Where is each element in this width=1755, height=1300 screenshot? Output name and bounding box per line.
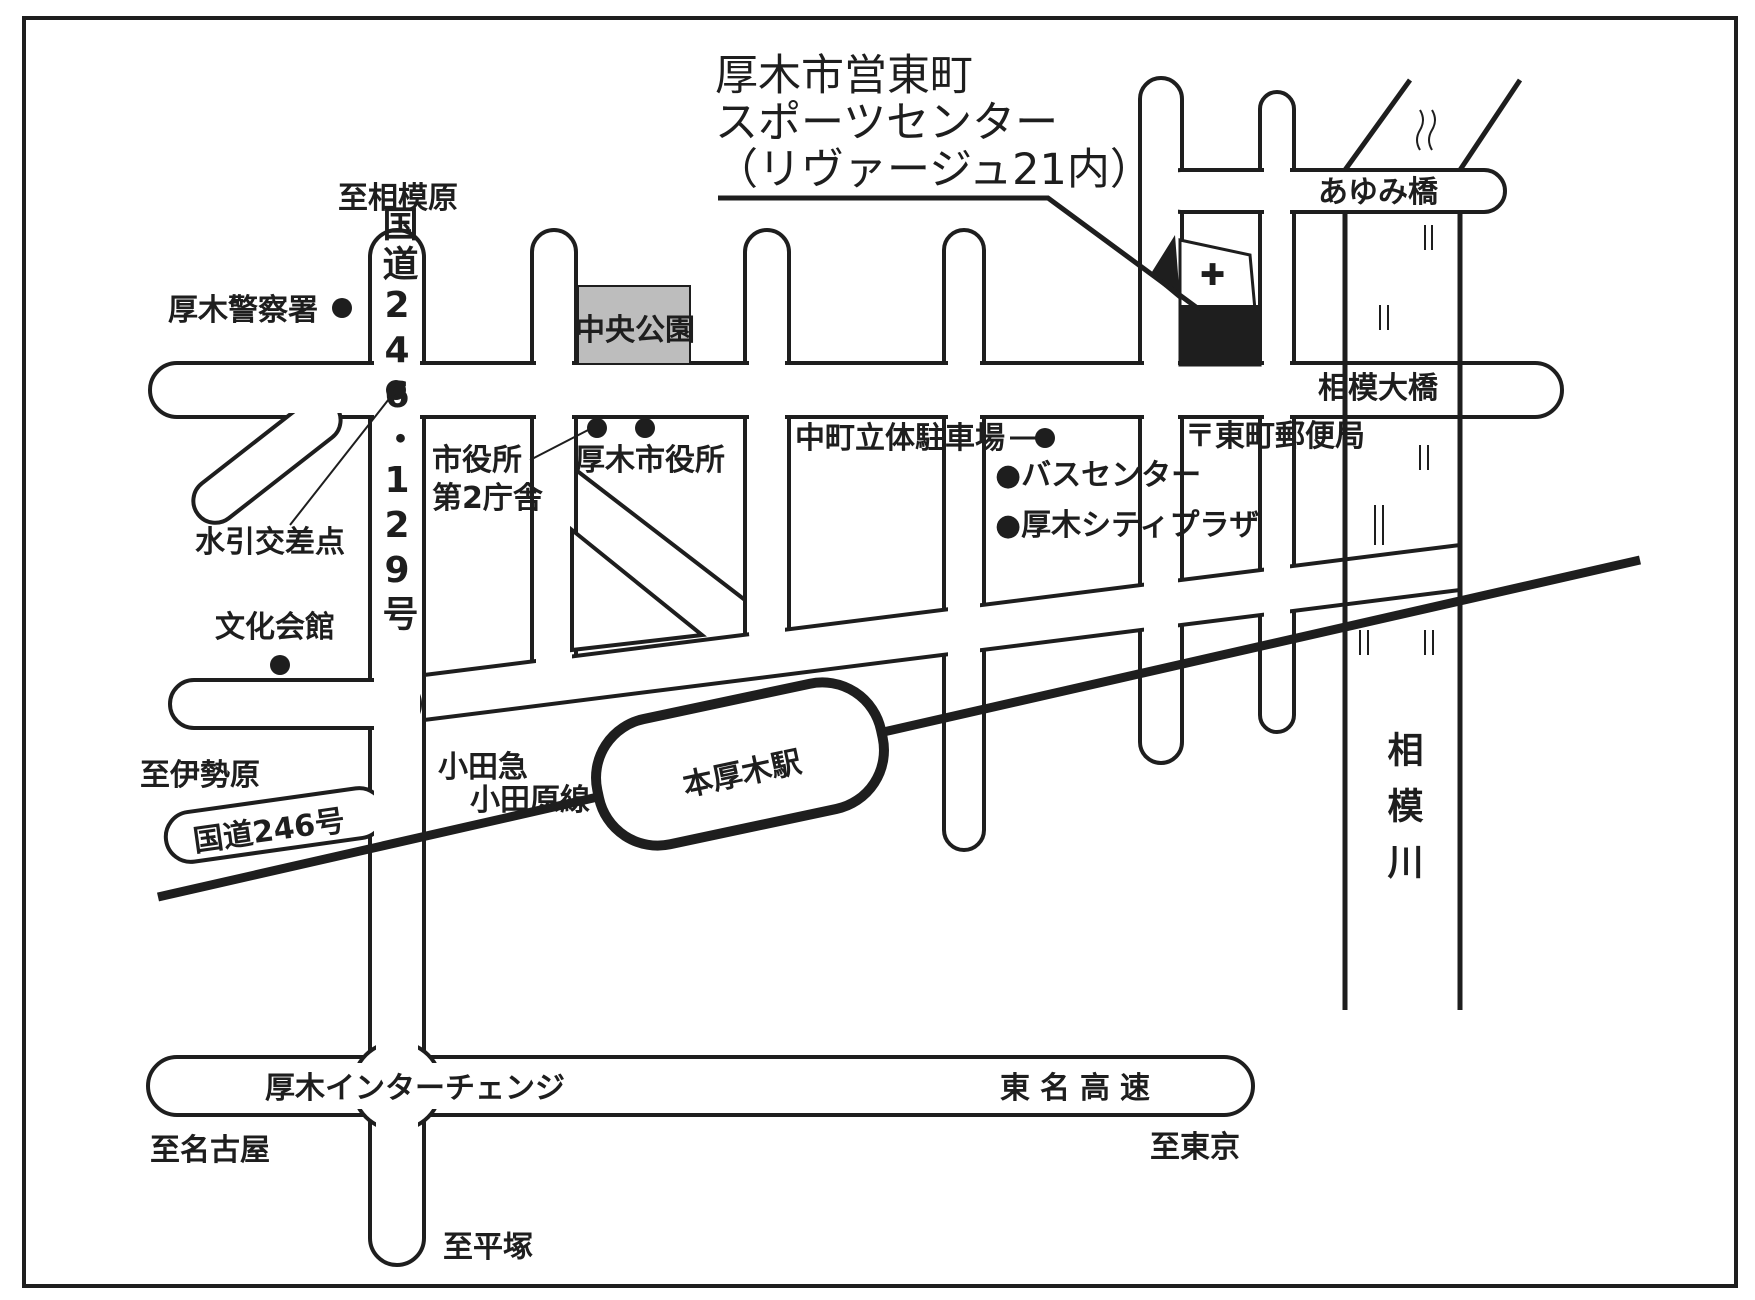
parking-dot <box>1035 428 1055 448</box>
label-park: 中央公園 <box>575 313 695 348</box>
annex-dot <box>587 418 607 438</box>
label-to-hiratsuka: 至平塚 <box>443 1230 533 1265</box>
label-city-plaza: ●厚木シティプラザ <box>995 508 1259 543</box>
label-police: 厚木警察署 <box>168 293 318 328</box>
bunka-dot <box>270 655 290 675</box>
label-post-office: 〒東町郵便局 <box>1185 419 1365 454</box>
mizuhiki-dot <box>386 380 406 400</box>
label-to-sagamihara: 至相模原 <box>338 181 458 216</box>
label-parking: 中町立体駐車場 <box>795 421 1005 456</box>
label-to-isehara: 至伊勢原 <box>140 758 260 793</box>
sagami-river <box>1342 78 1523 1010</box>
road-interiors <box>152 82 1558 1261</box>
title-line-3: （リヴァージュ21内） <box>715 145 1153 195</box>
label-odakyu-2: 小田原線 <box>470 783 590 818</box>
label-annex-1: 市役所 <box>432 443 522 478</box>
map-dots <box>270 298 1055 675</box>
city-hall-dot <box>635 418 655 438</box>
label-ayumi-bridge: あゆみ橋 <box>1318 175 1439 210</box>
label-city-hall: 厚木市役所 <box>575 443 725 478</box>
map-frame <box>22 16 1738 1288</box>
mizuhiki-leader <box>289 389 397 526</box>
title-line-2: スポーツセンター <box>715 98 1058 148</box>
annex-leader <box>529 427 593 461</box>
label-odakyu-1: 小田急 <box>438 750 528 785</box>
label-bus-center: ●バスセンター <box>995 458 1201 493</box>
map-labels: 厚木市営東町 スポーツセンター （リヴァージュ21内） 至相模原 厚木警察署 中… <box>140 51 1439 1265</box>
label-route-vertical: 国道246・129号 <box>377 205 419 635</box>
triangle-block <box>570 525 707 653</box>
label-interchange: 厚木インターチェンジ <box>265 1071 565 1106</box>
label-mizuhiki: 水引交差点 <box>195 525 345 560</box>
label-sagami-bridge: 相模大橋 <box>1318 371 1439 406</box>
central-park <box>577 285 691 365</box>
station-badge: 本厚木駅 <box>591 677 889 851</box>
svg-text:✚: ✚ <box>1200 258 1225 293</box>
label-to-tokyo: 至東京 <box>1150 1130 1240 1165</box>
title-line-1: 厚木市営東町 <box>715 51 973 101</box>
label-annex-2: 第2庁舎 <box>432 481 543 516</box>
label-tomei: 東名高速 <box>1000 1071 1160 1106</box>
label-river: 相模川 <box>1382 731 1424 899</box>
odakyu-line <box>157 555 1641 902</box>
sports-center-marker: ✚ <box>718 195 1262 367</box>
police-dot <box>332 298 352 318</box>
label-to-nagoya: 至名古屋 <box>150 1133 270 1168</box>
label-bunka: 文化会館 <box>215 610 335 645</box>
